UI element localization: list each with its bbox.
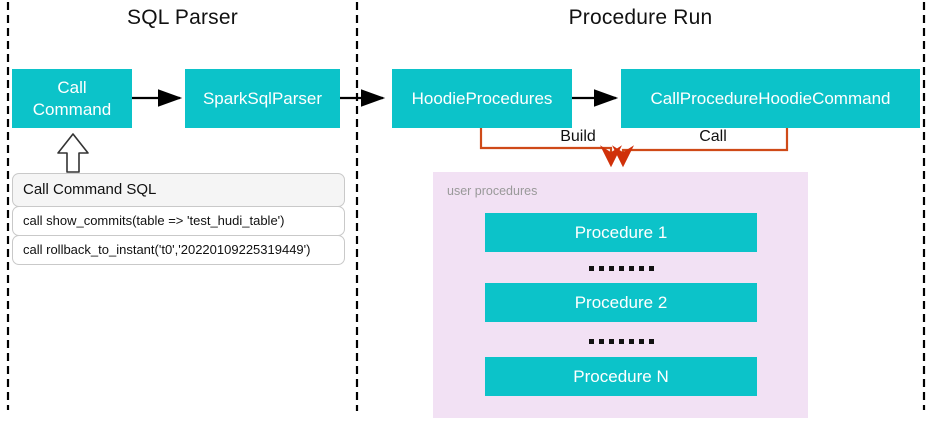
sql-row-show-commits: call show_commits(table => 'test_hudi_ta… — [12, 206, 345, 236]
node-sparksqlparser: SparkSqlParser — [185, 69, 340, 128]
ellipsis-dots — [485, 266, 757, 271]
user-procedures-container: user procedures Procedure 1 Procedure 2 … — [433, 172, 808, 418]
section-title-procedure-run: Procedure Run — [568, 6, 713, 29]
section-title-sql-parser: SQL Parser — [127, 6, 238, 29]
edge-label-call: Call — [699, 128, 727, 145]
edge-label-build: Build — [560, 128, 596, 145]
sql-example-panel: Call Command SQL call show_commits(table… — [12, 173, 345, 265]
sql-row-rollback-to-instant: call rollback_to_instant('t0','202201092… — [12, 235, 345, 265]
procedure-box-1: Procedure 1 — [485, 213, 757, 252]
procedure-box-2: Procedure 2 — [485, 283, 757, 322]
sql-panel-title: Call Command SQL — [12, 173, 345, 207]
node-hoodieprocedures: HoodieProcedures — [392, 69, 572, 128]
ellipsis-dots — [485, 339, 757, 344]
procedure-box-n: Procedure N — [485, 357, 757, 396]
node-call-command: Call Command — [12, 69, 132, 128]
node-callprocedurehoodiecommand: CallProcedureHoodieCommand — [621, 69, 920, 128]
user-procedures-label: user procedures — [447, 184, 538, 198]
hollow-up-arrow-icon — [57, 133, 89, 173]
